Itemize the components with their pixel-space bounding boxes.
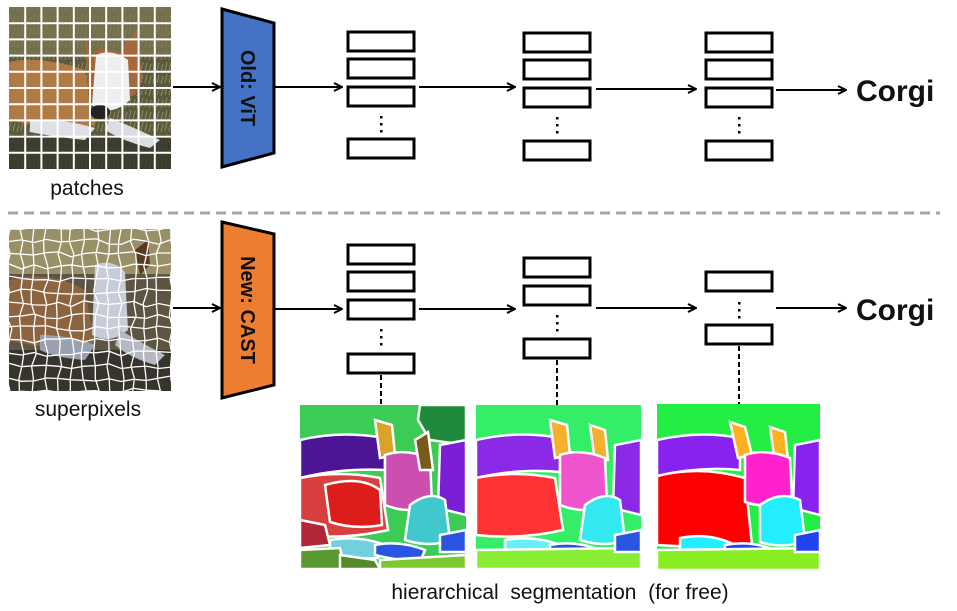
ellipsis-dots	[556, 315, 559, 332]
ellipsis-dots	[738, 302, 741, 319]
token-box	[346, 137, 416, 160]
superpixel-boundary	[18, 229, 25, 391]
superpixel-boundary	[68, 229, 75, 391]
superpixel-boundary	[80, 229, 87, 391]
token-box	[704, 86, 774, 109]
superpixel-boundary	[9, 251, 171, 258]
superpixels-caption: superpixels	[35, 398, 141, 421]
segmentation-map-level-3	[657, 404, 820, 570]
ellipsis-dots	[556, 117, 559, 134]
superpixel-boundary	[9, 229, 13, 391]
superpixel-boundary	[9, 337, 171, 344]
token-box	[704, 270, 774, 293]
token-box	[522, 58, 592, 81]
superpixel-boundary	[105, 229, 112, 391]
vit-encoder-block: Old: ViT	[220, 7, 276, 169]
bottom-stage-3	[704, 270, 774, 404]
superpixels-image	[9, 229, 171, 391]
superpixel-boundary	[42, 229, 50, 391]
bottom-stage-2	[522, 256, 592, 405]
superpixel-boundary	[9, 229, 165, 232]
cast-trapezoid	[220, 220, 276, 400]
superpixel-boundary	[129, 229, 138, 391]
patch-grid	[9, 7, 171, 169]
top-stage-1	[346, 30, 416, 160]
superpixel-boundary	[9, 287, 171, 295]
token-box	[346, 57, 416, 80]
superpixel-boundaries	[9, 229, 171, 391]
segmentation-map-level-2	[476, 405, 641, 569]
bottom-stage-1	[346, 243, 416, 405]
ellipsis-dots	[380, 329, 383, 346]
superpixel-boundary	[9, 375, 171, 383]
cast-encoder-block: New: CAST	[220, 220, 276, 400]
superpixel-boundary	[9, 275, 171, 283]
superpixel-boundary	[92, 229, 100, 391]
superpixel-boundary	[142, 229, 150, 391]
superpixel-boundary	[19, 387, 163, 391]
segmentation-map-level-1	[300, 405, 466, 569]
superpixel-boundary	[155, 229, 162, 391]
superpixel-boundary	[55, 229, 63, 391]
top-stage-3	[704, 31, 774, 162]
token-box	[704, 31, 774, 54]
token-box	[522, 256, 592, 279]
token-box	[522, 86, 592, 109]
token-box	[522, 337, 592, 360]
segmentation-caption: hierarchical segmentation (for free)	[391, 581, 728, 604]
vit-label: Old: ViT	[236, 50, 258, 126]
token-box	[522, 31, 592, 54]
ellipsis-dots	[738, 117, 741, 134]
patches-caption: patches	[50, 177, 124, 200]
token-box	[522, 139, 592, 162]
superpixel-boundary	[30, 229, 37, 391]
cast-label: New: CAST	[236, 256, 258, 364]
token-box	[704, 139, 774, 162]
token-box	[346, 298, 416, 321]
token-box	[346, 30, 416, 53]
patches-image	[9, 7, 171, 169]
superpixel-boundary	[9, 238, 171, 245]
vit-trapezoid	[220, 7, 276, 169]
superpixel-boundary	[117, 229, 125, 391]
superpixel-boundary	[168, 229, 171, 383]
token-box	[346, 352, 416, 375]
token-box	[346, 270, 416, 293]
top-output-label: Corgi	[856, 75, 934, 108]
token-box	[346, 243, 416, 266]
ellipsis-dots	[380, 116, 383, 133]
token-box	[346, 85, 416, 108]
token-box	[704, 323, 774, 346]
token-box	[522, 284, 592, 307]
bottom-output-label: Corgi	[856, 294, 934, 327]
token-box	[704, 58, 774, 81]
top-stage-2	[522, 31, 592, 162]
